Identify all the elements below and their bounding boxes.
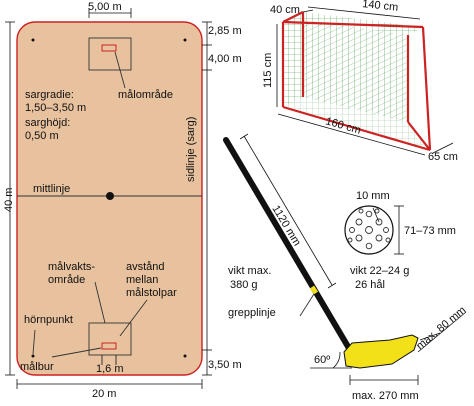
sideline-label: sidlinje (sarg) [185, 117, 197, 182]
goal-cage [281, 11, 432, 152]
board-height-label-1: sarghöjd: [25, 117, 70, 129]
floorball-ball [344, 205, 404, 255]
dim-right-1-label: 2,85 m [208, 25, 242, 37]
keeper-area-label-2: område [48, 274, 85, 286]
keeper-area-label-1: målvakts- [48, 261, 95, 273]
corner-point-tl [31, 38, 35, 42]
board-height-label-2: 0,50 m [25, 130, 59, 142]
goal-height-label: 115 cm [262, 53, 274, 88]
ball-hole-size-label: 10 mm [356, 190, 390, 202]
stick-angle-label: 60º [314, 354, 330, 366]
grip-line-mark [309, 285, 319, 295]
corner-radius-label-2: 1,50–3,50 m [25, 102, 86, 114]
post-distance-label-1: avstånd [126, 261, 165, 273]
stick-weight-label-2: 380 g [230, 279, 258, 291]
blade-height-label: max. 80 mm [414, 304, 468, 352]
dim-top-label: 5,00 m [88, 1, 122, 13]
court [16, 21, 203, 376]
goal-width-label: 140 cm [362, 0, 399, 14]
goal-top [101, 44, 117, 52]
post-distance-label-3: målstolpar [126, 287, 177, 299]
ball-holes-label: 26 hål [355, 279, 385, 291]
goal-bottom [101, 342, 117, 350]
center-spot [106, 192, 114, 200]
leader-keeper-area [94, 281, 106, 324]
dim-right-2-label: 4,00 m [208, 53, 242, 65]
goal-depth-back-label: 40 cm [270, 4, 300, 16]
goal-area-label: målområde [118, 89, 173, 101]
dim-goal-width-label: 1,6 m [96, 363, 124, 375]
dim-right-bottom-label: 3,50 m [208, 359, 242, 371]
corner-radius-label-1: sargradie: [25, 89, 74, 101]
corner-point-bl [31, 354, 35, 358]
goal-label: målbur [20, 361, 54, 373]
goal-base-side-label: 65 cm [428, 151, 458, 163]
dim-width-label: 20 m [92, 388, 116, 400]
court-dimensions [5, 8, 212, 389]
corner-point-tr [183, 38, 187, 42]
center-line-label: mittlinje [33, 183, 70, 195]
dim-length-label: 40 m [3, 188, 15, 212]
leader-grip [299, 293, 315, 317]
leader-goal [51, 347, 102, 358]
goal-area-top [88, 37, 132, 71]
stick-shaft [223, 137, 353, 353]
goal-area-bottom [88, 322, 132, 356]
leader-corner [32, 329, 36, 355]
blade-length-label: max. 270 mm [352, 390, 419, 402]
ball-diameter-label: 71–73 mm [404, 225, 456, 237]
grip-line-label: grepplinje [228, 307, 276, 319]
corner-point-label: hörnpunkt [24, 314, 73, 326]
leader-post-distance [119, 299, 148, 337]
stick-blade [343, 334, 419, 369]
stick-weight-label-1: vikt max. [228, 265, 271, 277]
ball-weight-label: vikt 22–24 g [350, 265, 409, 277]
floorball-stick [223, 133, 467, 385]
goal-dimensions [276, 6, 454, 156]
corner-point-br [183, 354, 187, 358]
post-distance-label-2: mellan [126, 274, 158, 286]
leader-goal-area [114, 51, 126, 89]
